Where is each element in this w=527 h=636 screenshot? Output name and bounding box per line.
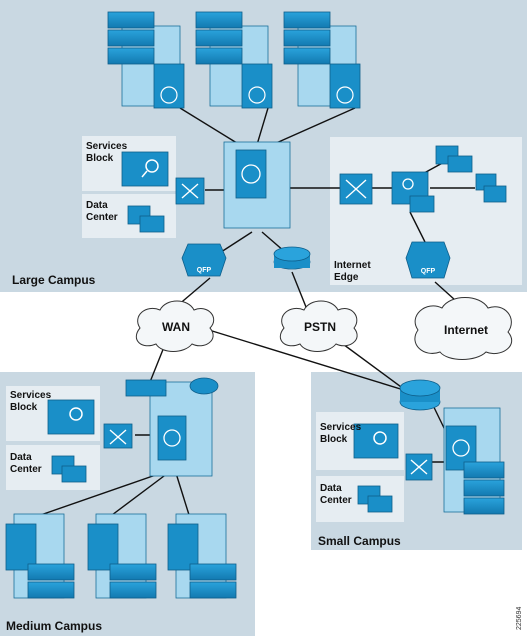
large-campus-label: Large Campus xyxy=(12,273,96,287)
services-block-device-medium xyxy=(47,399,95,435)
services-block-label-large-line: Block xyxy=(86,153,114,164)
internet-label: Internet xyxy=(444,323,488,337)
internet-cloud: Internet xyxy=(414,297,513,360)
wan-label: WAN xyxy=(162,320,190,334)
services-block-device-small xyxy=(353,423,399,459)
services-block-label-small-line: Services xyxy=(320,422,362,433)
small-campus-distribution xyxy=(405,453,433,481)
qfp-label-wan: QFP xyxy=(197,267,212,274)
internet-router: QFP xyxy=(405,241,451,279)
access-stack-2 xyxy=(195,11,273,109)
data-center-device-small xyxy=(357,485,393,513)
services-block-label-medium-line: Block xyxy=(10,402,38,413)
core-switch-large xyxy=(223,141,291,229)
small-campus-core xyxy=(443,407,505,515)
medium-access-2 xyxy=(87,513,157,599)
data-center-label-medium-line: Center xyxy=(10,464,42,475)
medium-access-1 xyxy=(5,513,75,599)
services-block-label-medium-line: Services xyxy=(10,390,52,401)
medium-access-3 xyxy=(167,513,237,599)
wan-cloud: WAN xyxy=(135,300,215,352)
data-center-device-large xyxy=(127,205,165,233)
medium-distribution xyxy=(103,423,133,449)
services-block-label-large-line: Services xyxy=(86,141,128,152)
pstn-cloud: PSTN xyxy=(279,300,358,352)
small-campus-router xyxy=(399,379,441,411)
data-center-label-large-line: Center xyxy=(86,212,118,223)
data-center-label-medium-line: Data xyxy=(10,452,32,463)
data-center-label-large-line: Data xyxy=(86,200,108,211)
edge-switch xyxy=(339,173,373,205)
medium-core xyxy=(125,377,219,477)
edge-server-1 xyxy=(435,145,473,173)
medium-campus-label: Medium Campus xyxy=(6,619,102,633)
services-block-label-small-line: Block xyxy=(320,434,348,445)
access-stack-3 xyxy=(283,11,361,109)
data-center-label-small-line: Center xyxy=(320,495,352,506)
pstn-label: PSTN xyxy=(304,320,336,334)
data-center-label-small-line: Data xyxy=(320,483,342,494)
internet-edge-label-line: Internet xyxy=(334,260,371,271)
distribution-switch-large xyxy=(175,177,205,205)
small-campus-label: Small Campus xyxy=(318,534,401,548)
edge-server-3 xyxy=(409,195,435,213)
pstn-router xyxy=(273,246,311,270)
figure-id: 225694 xyxy=(516,607,523,630)
edge-server-2 xyxy=(475,173,507,203)
qfp-label-internet: QFP xyxy=(421,268,436,275)
access-stack-1 xyxy=(107,11,185,109)
services-block-device-large xyxy=(121,151,169,187)
wan-router-large: QFP xyxy=(181,243,227,277)
internet-edge-label-line: Edge xyxy=(334,272,359,283)
data-center-device-medium xyxy=(51,455,87,483)
